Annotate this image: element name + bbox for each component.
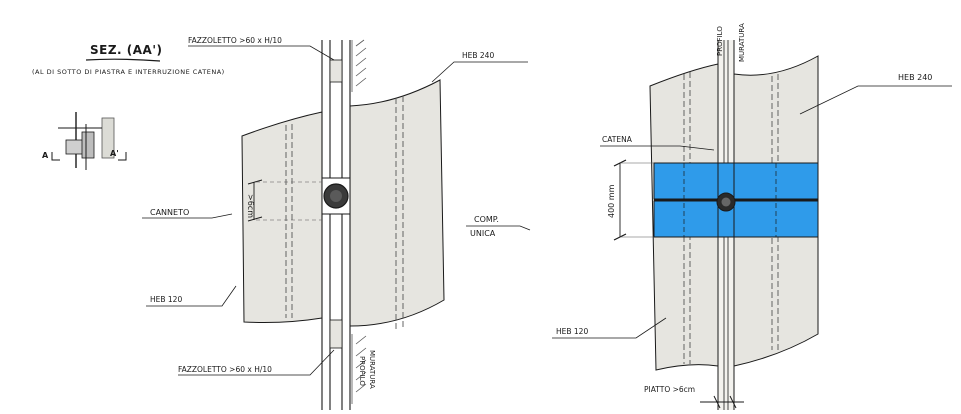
profilo-label-left-1: PROFILO xyxy=(358,356,366,386)
leader-line xyxy=(142,213,233,219)
wall-hatch-bottom xyxy=(351,334,367,404)
leader-line xyxy=(146,285,237,307)
profilo-label-right-2: MURATURA xyxy=(738,23,746,62)
profilo-label-right-1: PROFILO xyxy=(716,26,724,56)
leader-line xyxy=(799,85,952,115)
heb240-label-left: HEB 240 xyxy=(462,51,494,60)
blue-plate-bottom xyxy=(653,200,819,238)
piatto-label: PIATTO >6cm xyxy=(644,385,695,394)
title-underline xyxy=(85,58,161,62)
key-label-a-prime: A' xyxy=(110,149,119,158)
canneto-label: CANNETO xyxy=(150,208,189,217)
right-elevation-sketch: 400 mm PROFILO MURATURA HEB 240 CATENA H… xyxy=(552,23,952,410)
section-title: SEZ. (AA') xyxy=(90,43,163,57)
dim-tick xyxy=(247,216,263,222)
leader-line xyxy=(188,45,335,61)
gusset-plate-top xyxy=(329,59,343,83)
comp-label-line1: COMP. xyxy=(474,215,499,224)
fazzoletto-bottom-label: FAZZOLETTO >60 x H/10 xyxy=(178,365,272,374)
blue-plate-top xyxy=(653,162,819,200)
leader-line xyxy=(552,317,667,339)
key-plan-icon: A A' xyxy=(42,112,127,170)
wall-hatch-top xyxy=(351,39,367,92)
heb240-column xyxy=(349,79,445,327)
dim-400-label: 400 mm xyxy=(607,184,616,218)
dim-6cm-label: >6cm xyxy=(246,194,255,218)
heb120-label-left: HEB 120 xyxy=(150,295,182,304)
heb240-label-right: HEB 240 xyxy=(898,73,932,82)
tie-rod-core xyxy=(330,190,342,202)
leader-line xyxy=(178,349,335,376)
gusset-strip-bg xyxy=(322,38,350,410)
section-subtitle: (AL DI SOTTO DI PIASTRA E INTERRUZIONE C… xyxy=(32,68,225,76)
comp-label-line2: UNICA xyxy=(470,229,496,238)
leader-line xyxy=(600,145,715,151)
leader-line xyxy=(466,225,531,231)
catena-label: CATENA xyxy=(602,135,633,144)
profilo-label-left-2: MURATURA xyxy=(368,350,376,389)
dim-tick xyxy=(713,395,721,409)
dim-tick xyxy=(247,179,263,185)
tie-rod-core xyxy=(721,197,731,207)
key-label-a: A xyxy=(42,151,49,160)
dim-tick xyxy=(729,395,737,409)
fazzoletto-top-label: FAZZOLETTO >60 x H/10 xyxy=(188,36,282,45)
gusset-plate-bottom xyxy=(329,319,343,349)
left-section-sketch: SEZ. (AA') (AL DI SOTTO DI PIASTRA E INT… xyxy=(32,36,531,410)
heb120-label-right: HEB 120 xyxy=(556,327,588,336)
leader-line xyxy=(431,61,528,83)
